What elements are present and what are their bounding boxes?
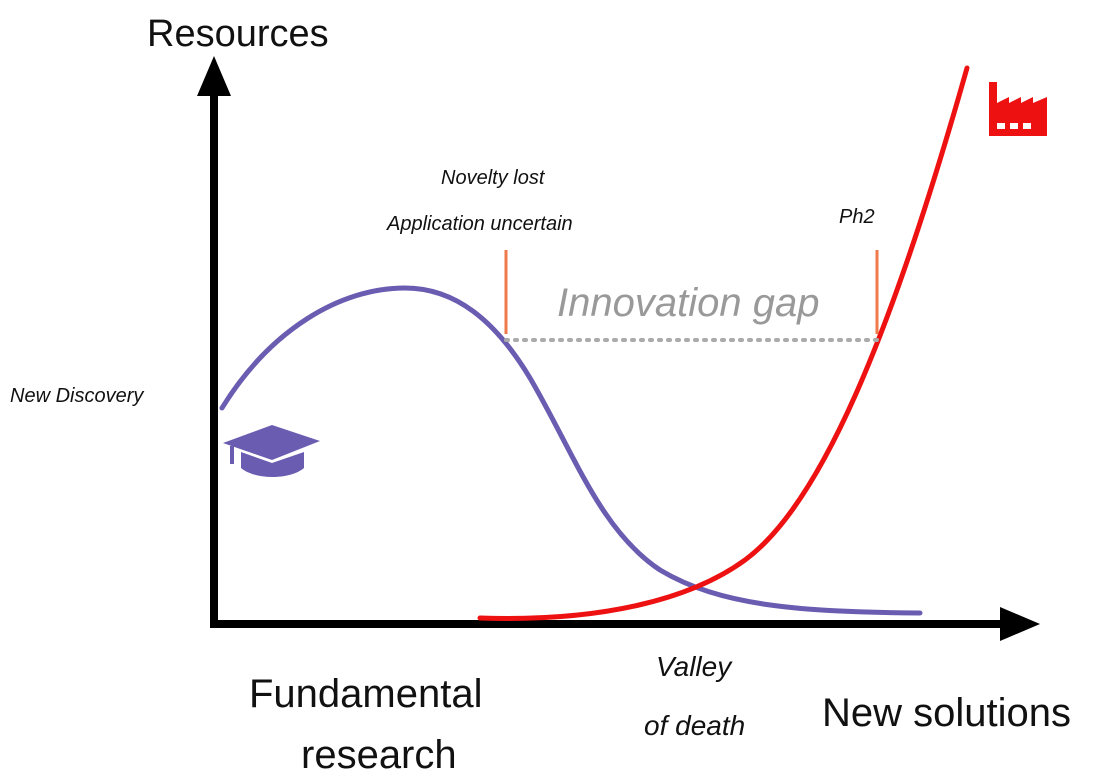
industry-curve (477, 65, 970, 621)
x-axis-label-left-line1: Fundamental (249, 672, 482, 716)
application-uncertain-label: Application uncertain (386, 213, 573, 235)
ph2-label: Ph2 (839, 206, 875, 228)
new-discovery-label: New Discovery (10, 385, 144, 407)
y-axis-label: Resources (147, 13, 329, 55)
x-axis-label-left-line2: research (301, 733, 457, 777)
y-axis-arrowhead (197, 56, 231, 96)
novelty-lost-label: Novelty lost (441, 167, 546, 189)
graduation-cap-icon (223, 425, 320, 477)
x-axis-arrowhead (1000, 607, 1040, 641)
of-death-label: of death (644, 710, 745, 741)
x-axis-label-right: New solutions (822, 691, 1071, 735)
innovation-gap-label: Innovation gap (557, 281, 819, 325)
factory-icon (989, 82, 1047, 136)
valley-label: Valley (656, 651, 733, 682)
research-curve (219, 285, 923, 616)
